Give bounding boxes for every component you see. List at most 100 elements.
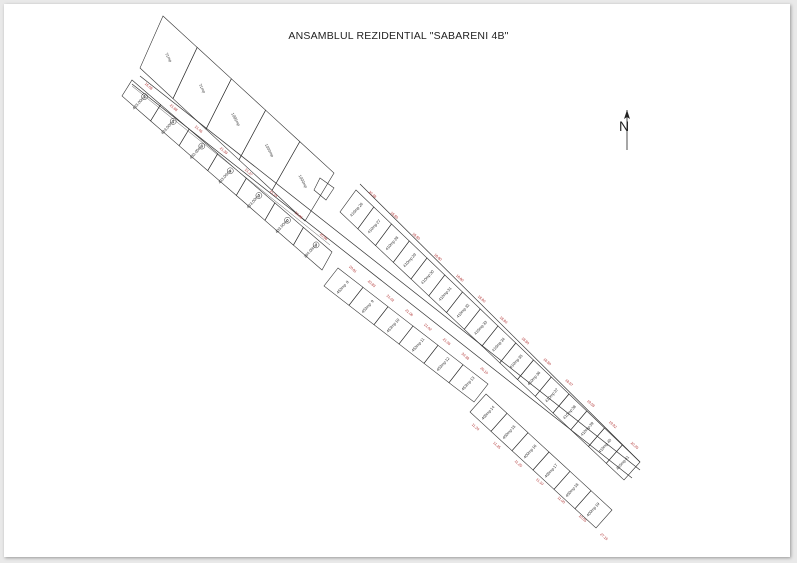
south-lot-number: 16 xyxy=(531,443,538,450)
west-lot-marker xyxy=(227,167,234,175)
north-parcel-area: 1085mp xyxy=(230,112,242,128)
east-dimension: 18.80 xyxy=(433,253,442,262)
east-lot-number: 39 xyxy=(588,420,595,427)
east-dimension: 18.80 xyxy=(499,316,508,325)
east-lot-number: 28 xyxy=(393,235,400,242)
west-dimension: 16.58 xyxy=(144,82,153,91)
west-lot xyxy=(293,226,333,271)
north-arrow-icon xyxy=(624,110,630,150)
south-dimension: 11.10 xyxy=(535,477,544,486)
south-dimension: 11.25 xyxy=(492,441,501,450)
west-lot-marker xyxy=(141,93,148,100)
west-lot-marker xyxy=(284,216,291,224)
road-lot-number: 10 xyxy=(394,317,401,324)
south-lot-number: 19 xyxy=(594,501,601,508)
east-dimension: 20.38 xyxy=(368,190,377,199)
north-parcel xyxy=(271,141,335,222)
west-lot-area: 433.00mp xyxy=(217,168,233,185)
east-dimension: 18.80 xyxy=(477,295,486,304)
north-parcel-annex xyxy=(313,177,335,201)
east-lot-number: 27 xyxy=(375,218,382,225)
east-lot-number: 26 xyxy=(357,201,364,208)
road-edge-lower xyxy=(131,83,633,479)
east-lot-number: 35 xyxy=(517,353,524,360)
road-lot-area: 453mp xyxy=(335,282,347,295)
road-lot-number: 11 xyxy=(419,336,426,343)
east-dimension: 19.92 xyxy=(608,420,617,429)
south-dimension: 27.15 xyxy=(599,532,608,541)
east-lot-number: 34 xyxy=(499,336,506,343)
east-lot-number: 41 xyxy=(623,454,630,461)
west-lot-marker xyxy=(255,192,263,199)
south-dimension: 10.55 xyxy=(578,514,587,523)
road-dimension: 21.05 xyxy=(442,337,451,346)
west-lot-area: 433.00mp xyxy=(131,93,147,110)
road-dimension: 20.83 xyxy=(367,279,376,288)
west-lot-number: 5 xyxy=(258,193,261,198)
east-dimension: 18.80 xyxy=(542,357,551,366)
west-lot-area: 433.00mp xyxy=(188,143,204,160)
east-lot-number: 29 xyxy=(410,251,417,258)
south-lot xyxy=(574,490,613,529)
south-lot-number: 14 xyxy=(489,404,496,411)
south-lot-number: 18 xyxy=(573,481,580,488)
west-lot-marker xyxy=(312,241,320,249)
north-parcel-area: 71mp xyxy=(164,52,173,64)
west-lot-marker xyxy=(198,142,206,150)
west-dimension: 21.06 xyxy=(294,211,303,220)
east-lot-number: 32 xyxy=(464,302,471,309)
west-lot-area: 433.00mp xyxy=(245,192,261,209)
east-dimension: 18.80 xyxy=(521,336,530,345)
east-lot-number: 40 xyxy=(606,437,613,444)
north-label: N xyxy=(619,118,630,134)
road-dimension: 20.81 xyxy=(348,265,357,274)
west-lot-area: 433.00mp xyxy=(160,118,176,135)
east-dimension: 20.25 xyxy=(630,441,639,450)
west-dimension: 21.27 xyxy=(244,168,253,177)
east-lot-number: 36 xyxy=(535,370,542,377)
north-parcel-area: 71mp xyxy=(198,83,207,95)
drawing-title: ANSAMBLUL REZIDENTIAL "SABARENI 4B" xyxy=(288,30,509,42)
road-lot xyxy=(448,364,489,403)
road-lot-number: 8 xyxy=(345,279,351,285)
south-lot-number: 15 xyxy=(510,423,517,430)
west-lot-marker xyxy=(169,118,177,125)
south-dimension: 11.20 xyxy=(471,423,480,432)
road-dimension: 20.38 xyxy=(461,352,470,361)
road-dimension: 21.02 xyxy=(386,294,395,303)
road-dimension: 21.06 xyxy=(404,308,413,317)
road-dimension: 21.02 xyxy=(423,323,432,332)
east-lot-number: 31 xyxy=(446,285,453,292)
road-lot-number: 13 xyxy=(469,375,476,382)
west-dimension: 21.14 xyxy=(269,189,278,198)
road-lot-area: 453mp xyxy=(360,301,372,314)
west-dimension: 21.68 xyxy=(169,103,178,112)
east-dimension: 18.80 xyxy=(455,274,464,283)
road-edge-upper xyxy=(139,75,641,471)
east-lot-number: 37 xyxy=(552,386,559,393)
west-lot-number: 4 xyxy=(229,168,232,173)
east-dimension: 18.80 xyxy=(389,211,398,220)
east-dimension: 18.80 xyxy=(411,232,420,241)
west-lot-area: 384.00mp xyxy=(303,242,319,259)
road-lot-number: 9 xyxy=(370,298,376,304)
east-boundary xyxy=(359,183,641,463)
east-dimension: 18.97 xyxy=(564,378,573,387)
west-lot-number: 2 xyxy=(172,118,175,123)
east-lot-number: 30 xyxy=(428,268,435,275)
north-parcel-area: 1000mp xyxy=(264,143,276,159)
west-lot-number: 7 xyxy=(315,242,318,247)
east-lot-number: 38 xyxy=(570,403,577,410)
west-lot-number: 1 xyxy=(143,94,146,99)
road-dimension: 20.10 xyxy=(479,366,488,375)
east-dimension: 19.59 xyxy=(586,399,595,408)
west-dimension: 20.96 xyxy=(319,232,328,241)
south-dimension: 11.00 xyxy=(557,496,566,505)
west-lot-number: 6 xyxy=(286,217,289,222)
east-lot xyxy=(605,444,641,481)
north-parcel-area: 1000mp xyxy=(297,174,309,190)
south-lot-number: 17 xyxy=(552,462,559,469)
west-lot-area: 433.00mp xyxy=(274,217,290,234)
south-dimension: 11.25 xyxy=(514,459,523,468)
